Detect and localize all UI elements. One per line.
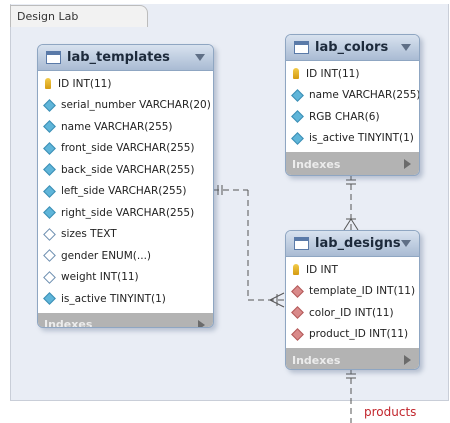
not-null-column-icon	[43, 292, 56, 306]
nullable-column-icon	[43, 227, 56, 241]
relationship-designs-products	[346, 368, 356, 423]
column-label: sizes TEXT	[61, 228, 117, 241]
column-label: front_side VARCHAR(255)	[61, 142, 195, 155]
not-null-column-icon	[43, 184, 56, 198]
primary-key-icon	[45, 78, 51, 90]
not-null-column-icon	[43, 163, 56, 177]
column-label: template_ID INT(11)	[309, 285, 416, 298]
foreign-key-icon	[291, 327, 304, 341]
table-title: lab_designs	[315, 236, 401, 251]
column-row[interactable]: RGB CHAR(6)	[286, 106, 419, 128]
column-label: color_ID INT(11)	[309, 306, 394, 319]
table-icon	[294, 41, 309, 54]
column-row[interactable]: is_active TINYINT(1)	[286, 128, 419, 150]
relationship-colors-designs	[343, 174, 359, 231]
table-icon	[294, 237, 309, 250]
column-list: ID INT(11) serial_number VARCHAR(20) nam…	[38, 71, 213, 313]
column-label: RGB CHAR(6)	[309, 110, 380, 123]
column-label: name VARCHAR(255)	[309, 89, 420, 102]
column-label: is_active TINYINT(1)	[309, 132, 414, 145]
table-title: lab_colors	[315, 40, 389, 55]
not-null-column-icon	[43, 206, 56, 220]
column-label: serial_number VARCHAR(20)	[61, 99, 211, 112]
column-row[interactable]: ID INT(11)	[38, 73, 213, 95]
indexes-section[interactable]: Indexes	[286, 152, 419, 175]
column-row[interactable]: product_ID INT(11)	[286, 324, 419, 346]
column-row[interactable]: serial_number VARCHAR(20)	[38, 95, 213, 117]
relationship-templates-designs	[213, 185, 285, 308]
expand-arrow-icon[interactable]	[404, 159, 411, 169]
table-lab-colors[interactable]: lab_colors ID INT(11) name VARCHAR(255) …	[285, 34, 420, 176]
diagram-tab[interactable]: Design Lab	[10, 5, 148, 27]
indexes-label: Indexes	[44, 318, 93, 328]
column-list: ID INT template_ID INT(11) color_ID INT(…	[286, 257, 419, 348]
column-label: product_ID INT(11)	[309, 328, 409, 341]
not-null-column-icon	[43, 98, 56, 112]
column-row[interactable]: front_side VARCHAR(255)	[38, 138, 213, 160]
column-label: ID INT(11)	[306, 67, 360, 80]
column-row[interactable]: sizes TEXT	[38, 224, 213, 246]
nullable-column-icon	[43, 270, 56, 284]
indexes-label: Indexes	[292, 353, 341, 367]
table-lab-templates[interactable]: lab_templates ID INT(11) serial_number V…	[37, 44, 214, 328]
not-null-column-icon	[291, 88, 304, 102]
column-row[interactable]: name VARCHAR(255)	[286, 85, 419, 107]
column-label: gender ENUM(...)	[61, 249, 151, 262]
table-header[interactable]: lab_templates	[38, 45, 213, 71]
column-row[interactable]: gender ENUM(...)	[38, 245, 213, 267]
primary-key-icon	[293, 68, 299, 80]
not-null-column-icon	[43, 120, 56, 134]
column-row[interactable]: weight INT(11)	[38, 267, 213, 289]
table-icon	[46, 51, 61, 64]
column-row[interactable]: template_ID INT(11)	[286, 281, 419, 303]
indexes-label: Indexes	[292, 157, 341, 171]
table-header[interactable]: lab_designs	[286, 231, 419, 257]
foreign-key-icon	[291, 306, 304, 320]
column-label: ID INT	[306, 263, 338, 276]
column-label: left_side VARCHAR(255)	[61, 185, 187, 198]
external-table-label[interactable]: products	[364, 405, 417, 419]
not-null-column-icon	[291, 110, 304, 124]
not-null-column-icon	[291, 131, 304, 145]
column-label: name VARCHAR(255)	[61, 120, 173, 133]
column-label: ID INT(11)	[58, 77, 112, 90]
table-lab-designs[interactable]: lab_designs ID INT template_ID INT(11) c…	[285, 230, 420, 370]
foreign-key-icon	[291, 284, 304, 298]
column-row[interactable]: right_side VARCHAR(255)	[38, 202, 213, 224]
column-label: is_active TINYINT(1)	[61, 292, 166, 305]
indexes-section[interactable]: Indexes	[38, 312, 213, 328]
column-row[interactable]: back_side VARCHAR(255)	[38, 159, 213, 181]
primary-key-icon	[293, 264, 299, 276]
expand-arrow-icon[interactable]	[198, 319, 205, 327]
column-row[interactable]: ID INT	[286, 259, 419, 281]
column-row[interactable]: color_ID INT(11)	[286, 302, 419, 324]
table-title: lab_templates	[67, 50, 170, 65]
nullable-column-icon	[43, 249, 56, 263]
collapse-arrow-icon[interactable]	[401, 44, 411, 51]
column-label: weight INT(11)	[61, 271, 139, 284]
not-null-column-icon	[43, 141, 56, 155]
column-label: back_side VARCHAR(255)	[61, 163, 195, 176]
column-row[interactable]: left_side VARCHAR(255)	[38, 181, 213, 203]
column-list: ID INT(11) name VARCHAR(255) RGB CHAR(6)…	[286, 61, 419, 152]
table-header[interactable]: lab_colors	[286, 35, 419, 61]
collapse-arrow-icon[interactable]	[401, 240, 411, 247]
column-row[interactable]: is_active TINYINT(1)	[38, 288, 213, 310]
collapse-arrow-icon[interactable]	[195, 54, 205, 61]
indexes-section[interactable]: Indexes	[286, 348, 419, 369]
column-row[interactable]: name VARCHAR(255)	[38, 116, 213, 138]
column-label: right_side VARCHAR(255)	[61, 206, 195, 219]
expand-arrow-icon[interactable]	[404, 355, 411, 365]
column-row[interactable]: ID INT(11)	[286, 63, 419, 85]
